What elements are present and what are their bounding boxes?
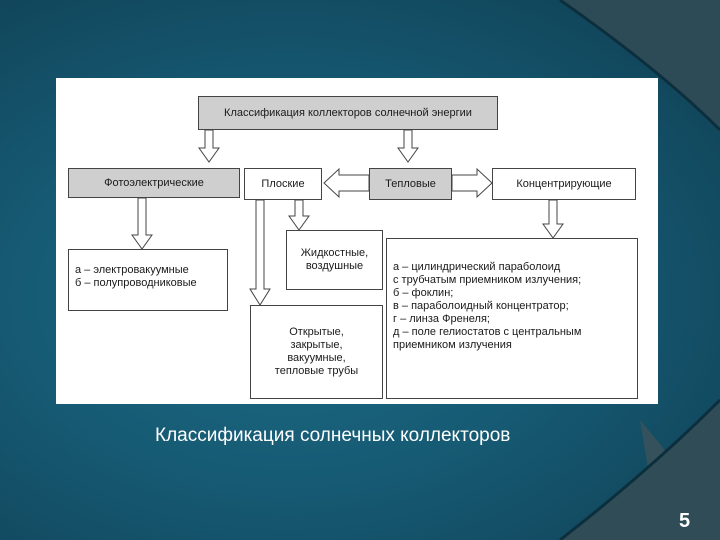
concentrator-types-box: а – цилиндрический параболоид с трубчаты… [386,238,638,399]
diagram-arrows [131,129,564,306]
arrow-thermal-to-flat [323,167,370,199]
concentrating-box: Концентрирующие [492,168,636,200]
arrow-concentrating-to-types [542,199,564,239]
page-number: 5 [679,510,691,532]
arrow-thermal-to-concentrating [451,167,493,199]
root-box: Классификация коллекторов солнечной энер… [198,96,498,130]
liquid-air-box: Жидкостные, воздушные [286,230,383,290]
photo-types-box: а – электровакуумные б – полупроводников… [68,249,228,311]
flat-box: Плоские [244,168,322,200]
arrow-flat-to-open [249,199,271,306]
arrow-root-to-photo [198,129,220,163]
photoelectric-box: Фотоэлектрические [68,168,240,198]
arrow-photo-to-types [131,197,153,250]
open-closed-box: Открытые, закрытые, вакуумные, тепловые … [250,305,383,399]
slide-caption: Классификация солнечных коллекторов [155,425,511,446]
thermal-box: Тепловые [369,168,452,200]
arrow-flat-to-liquid [288,199,310,231]
diagram-panel: Классификация коллекторов солнечной энер… [56,78,658,404]
arrow-root-to-thermal [397,129,419,163]
